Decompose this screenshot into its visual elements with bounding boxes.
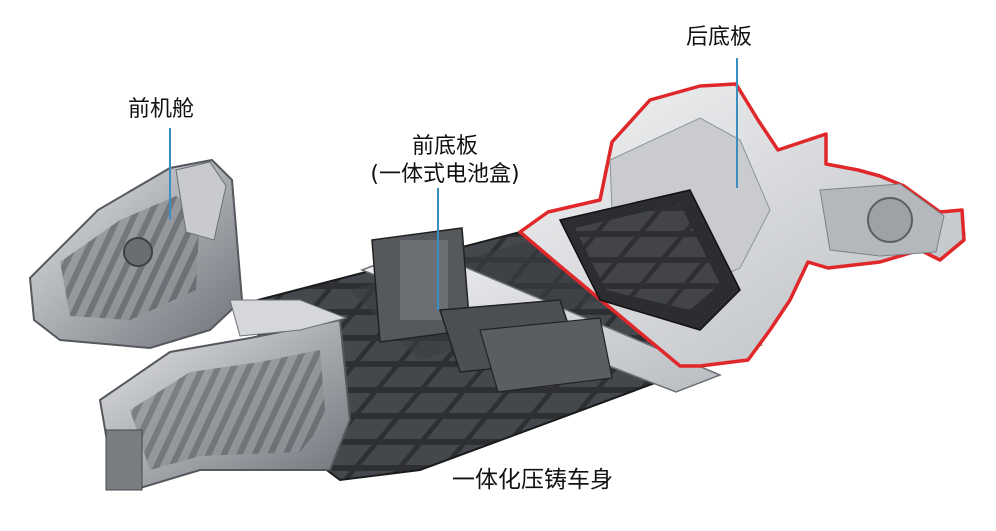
front-rails (98, 299, 352, 491)
rear-floor-casting (518, 82, 966, 368)
label-front-floor-line2: (一体式电池盒) (370, 162, 520, 187)
front-floor-frame (359, 227, 722, 393)
label-front-floor: 前底板 (一体式电池盒) (360, 133, 530, 189)
label-cast-body: 一体化压铸车身 (452, 467, 613, 493)
label-rear-floor: 后底板 (686, 25, 753, 50)
front-cabin-casting (28, 158, 244, 350)
label-front-floor-line1: 前底板 (411, 134, 478, 159)
label-front-cabin: 前机舱 (128, 97, 195, 122)
